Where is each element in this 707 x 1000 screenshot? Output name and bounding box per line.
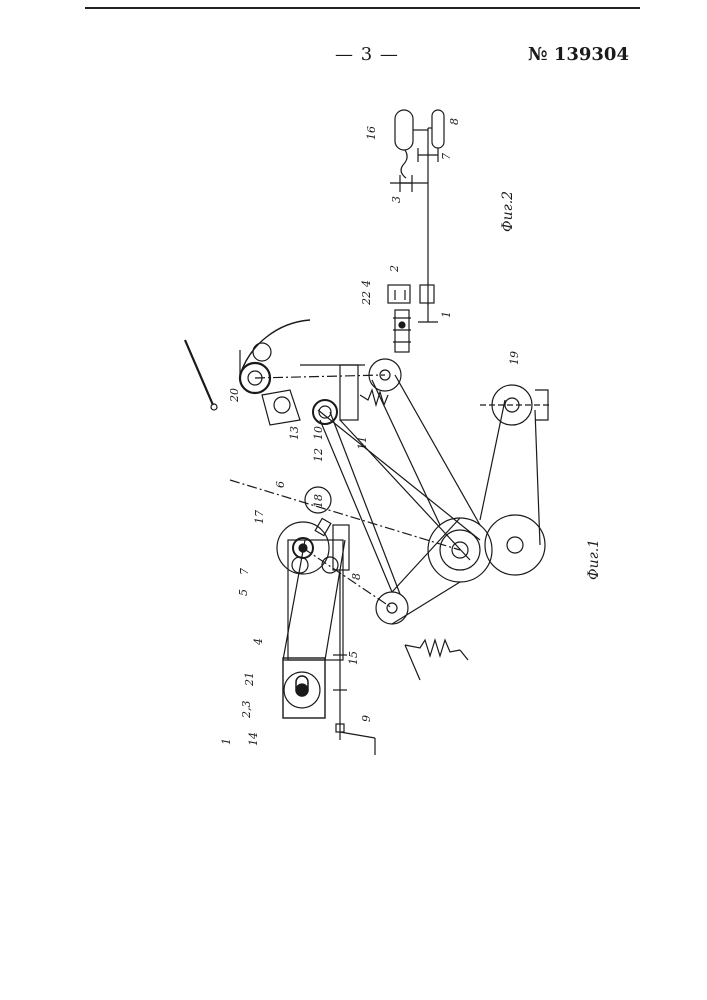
label-9: 9	[360, 715, 373, 722]
pulley-right	[485, 515, 545, 575]
label-2-3: 2,3	[240, 701, 253, 720]
label-16: 16	[365, 126, 378, 140]
pulley-left	[376, 592, 408, 624]
spring-anchor	[460, 650, 468, 660]
belt-19a	[480, 400, 505, 520]
figure-2-caption: Фиг.2	[500, 191, 516, 232]
arc-guard	[240, 320, 310, 375]
label-5: 5	[237, 589, 250, 596]
label-17: 17	[253, 510, 266, 524]
label-4: 4	[252, 638, 265, 646]
figure-2	[388, 110, 444, 352]
label-21: 21	[243, 672, 256, 687]
label-3-fig2: 3	[390, 196, 403, 203]
part-18	[315, 518, 331, 535]
gear-hub	[399, 322, 405, 328]
label-8-fig2: 8	[448, 118, 461, 125]
label-2-fig2: 2	[388, 265, 401, 273]
belt-upper	[318, 410, 480, 540]
figure-1-caption: Фиг.1	[586, 539, 602, 580]
label-1: 1	[220, 738, 233, 745]
label-13: 13	[288, 426, 301, 440]
belt-top-a	[372, 380, 440, 525]
part-13	[262, 390, 300, 425]
part-11	[340, 365, 358, 420]
part-16	[395, 110, 413, 150]
part-22	[388, 285, 410, 303]
spring-upper	[360, 390, 388, 405]
label-22-fig2: 22	[360, 291, 373, 306]
label-20: 20	[228, 388, 241, 403]
label-11: 11	[356, 436, 369, 450]
belt-top-b	[395, 375, 480, 525]
label-12: 12	[312, 448, 325, 462]
wavy-section	[401, 150, 407, 178]
frame-rail-b	[325, 540, 345, 660]
label-1-fig2: 1	[440, 311, 453, 318]
part-8-fig2	[432, 110, 444, 148]
handle-knob	[211, 404, 217, 410]
pulley-left-hub	[387, 603, 397, 613]
roller-10	[313, 400, 337, 424]
spring-link	[405, 645, 420, 680]
label-7-fig2: 7	[440, 153, 453, 160]
roller-20-small	[253, 343, 271, 361]
figure-1	[185, 320, 550, 755]
center-line-1	[255, 375, 385, 378]
part-13-hole	[274, 397, 290, 413]
part-2	[395, 290, 405, 300]
part-1-fig2	[420, 285, 434, 303]
gear-stack	[395, 310, 409, 352]
belt-lp-2	[392, 582, 460, 624]
label-6: 6	[274, 481, 287, 488]
pulley-right-hub	[507, 537, 523, 553]
label-14: 14	[247, 732, 260, 746]
center-line-3	[303, 548, 392, 608]
label-19: 19	[508, 351, 521, 365]
handle-rod	[185, 340, 213, 405]
label-4-fig2: 4	[360, 280, 373, 288]
lever-9	[340, 732, 375, 738]
label-7: 7	[238, 568, 251, 575]
label-8: 8	[350, 573, 363, 580]
label-18: 18	[312, 494, 325, 508]
spring-lower	[405, 640, 460, 656]
label-15: 15	[347, 651, 360, 665]
label-10: 10	[312, 426, 325, 440]
